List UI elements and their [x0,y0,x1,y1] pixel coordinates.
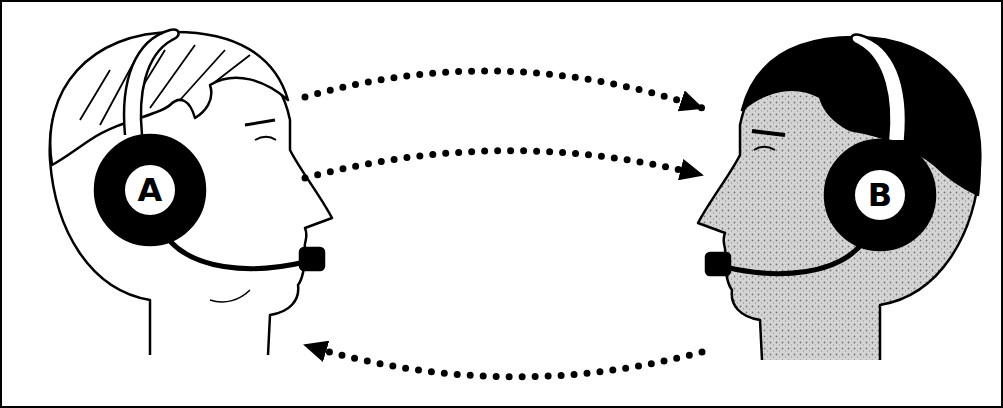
head-a [50,30,332,355]
head-b [698,35,980,360]
headset-node: B [705,30,990,370]
earcup-letter: A [122,162,178,218]
dotted-arrow [305,345,702,377]
dotted-arrow [305,151,702,178]
earcup-letter: B [852,167,908,223]
dotted-arrow [305,71,702,108]
headset-node: A [40,25,302,365]
